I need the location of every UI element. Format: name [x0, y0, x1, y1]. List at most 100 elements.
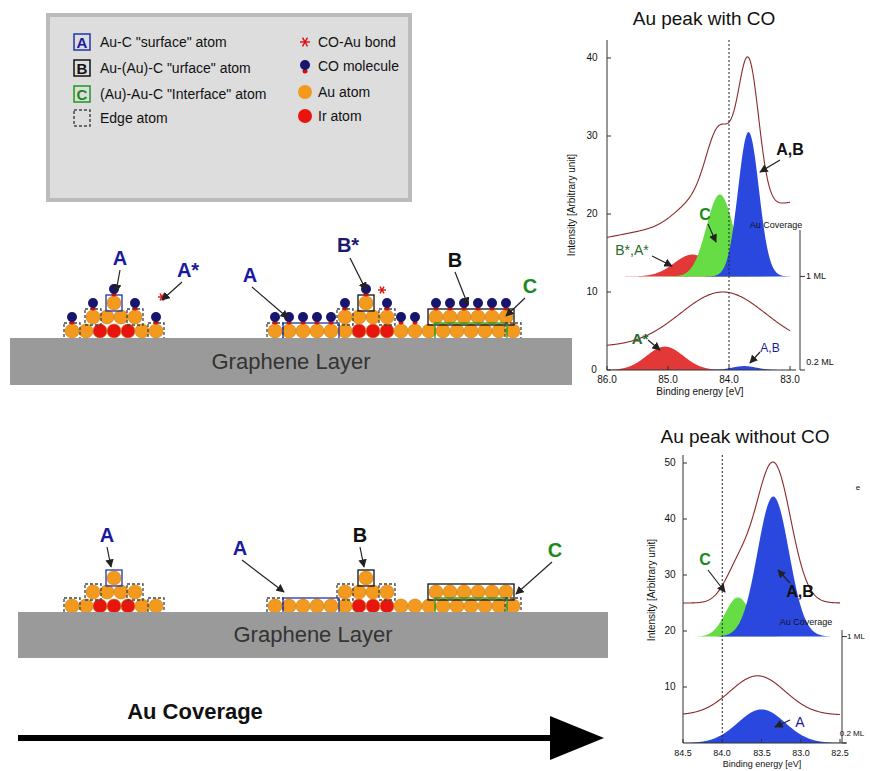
co-molecule [382, 298, 392, 308]
atom-label: B [448, 250, 462, 270]
coverage-arrow [18, 735, 552, 741]
atom-label: A [100, 525, 114, 545]
peak-label: C [699, 207, 711, 223]
co-molecule [298, 312, 308, 322]
co-molecule [410, 312, 420, 322]
atom [366, 324, 380, 338]
y-tick [607, 136, 611, 137]
coverage-tick [842, 636, 847, 637]
leader-arrow [708, 570, 725, 592]
atom [457, 310, 471, 324]
sample-letter: C [77, 87, 88, 102]
atom [422, 324, 436, 338]
atom [352, 310, 366, 324]
atom [310, 324, 324, 338]
atom [107, 324, 121, 338]
atom [268, 324, 282, 338]
coverage-arrowhead [550, 716, 604, 760]
series-label: Au Coverage [780, 618, 833, 627]
legend-box [48, 15, 410, 200]
atom [366, 310, 380, 324]
legend-text: Au-C "surface" atom [100, 35, 227, 49]
atom-box [127, 584, 143, 600]
co-molecule [473, 298, 483, 308]
peak-label: C [699, 552, 711, 568]
measured-spectrum [683, 676, 840, 715]
measured-spectrum [683, 462, 840, 603]
tick-label: 40 [586, 53, 597, 63]
atom [128, 585, 142, 599]
y-tick [607, 214, 611, 215]
atom-box [358, 295, 374, 311]
tick-label: 20 [586, 209, 597, 219]
atom [408, 324, 422, 338]
atom [324, 324, 338, 338]
atom [471, 310, 485, 324]
co-molecule [284, 312, 294, 322]
atom-label: B [353, 525, 367, 545]
atom-box [283, 323, 339, 339]
legend-sample-box [74, 34, 90, 50]
atom-box [379, 309, 395, 325]
coverage-tick [842, 743, 847, 744]
atom-box [267, 323, 283, 339]
atom-box [337, 584, 353, 600]
atom [429, 585, 443, 599]
atom [380, 599, 394, 613]
coverage-tick [800, 370, 805, 371]
legend-samples [74, 34, 310, 126]
atom [366, 599, 380, 613]
atom [359, 296, 373, 310]
leader-arrow [750, 352, 760, 363]
co-molecule [431, 298, 441, 308]
atom [79, 599, 93, 613]
atom-box [106, 570, 122, 586]
leader-arrow [360, 547, 364, 567]
atom [359, 571, 373, 585]
atom [450, 324, 464, 338]
leader-arrow [775, 720, 790, 727]
atom [107, 571, 121, 585]
y-tick [683, 519, 687, 520]
y-axis [607, 40, 608, 370]
atom [149, 599, 163, 613]
atom [282, 324, 296, 338]
atom-label: A [113, 248, 127, 268]
atom [114, 585, 128, 599]
atom [338, 599, 352, 613]
coverage-axis [800, 230, 801, 370]
co-au-bond-mark [380, 287, 384, 294]
atom [114, 310, 128, 324]
x-tick [683, 739, 684, 743]
co-molecule [326, 312, 336, 322]
atom [107, 296, 121, 310]
atom [492, 324, 506, 338]
atom-label: C [548, 540, 562, 560]
atom-box [85, 309, 101, 325]
layer-label: Graphene Layer [234, 622, 393, 648]
co-molecule [67, 312, 77, 322]
leader-arrow [350, 258, 366, 290]
series-label: 1 ML [806, 272, 826, 281]
co-molecule [445, 298, 455, 308]
peak-label: A* [632, 331, 649, 346]
co-molecule [396, 312, 406, 322]
atom-label: A [243, 265, 257, 285]
tick-label: 10 [586, 287, 597, 297]
series-label: 0.2 ML [806, 358, 834, 367]
atom-box [106, 295, 122, 311]
co-molecule [501, 298, 511, 308]
atom-box [379, 584, 395, 600]
legend-sample-box [74, 86, 90, 102]
leader-arrow [242, 560, 284, 592]
atom-box [358, 570, 374, 586]
atom [100, 310, 114, 324]
leader-arrow [252, 287, 288, 318]
series-label: 1 ML [847, 633, 865, 641]
chart-title: Au peak without CO [661, 427, 830, 446]
leader-arrow [778, 570, 790, 583]
atom-box [64, 323, 80, 339]
tick-label: 83.0 [780, 375, 799, 385]
atom [149, 324, 163, 338]
